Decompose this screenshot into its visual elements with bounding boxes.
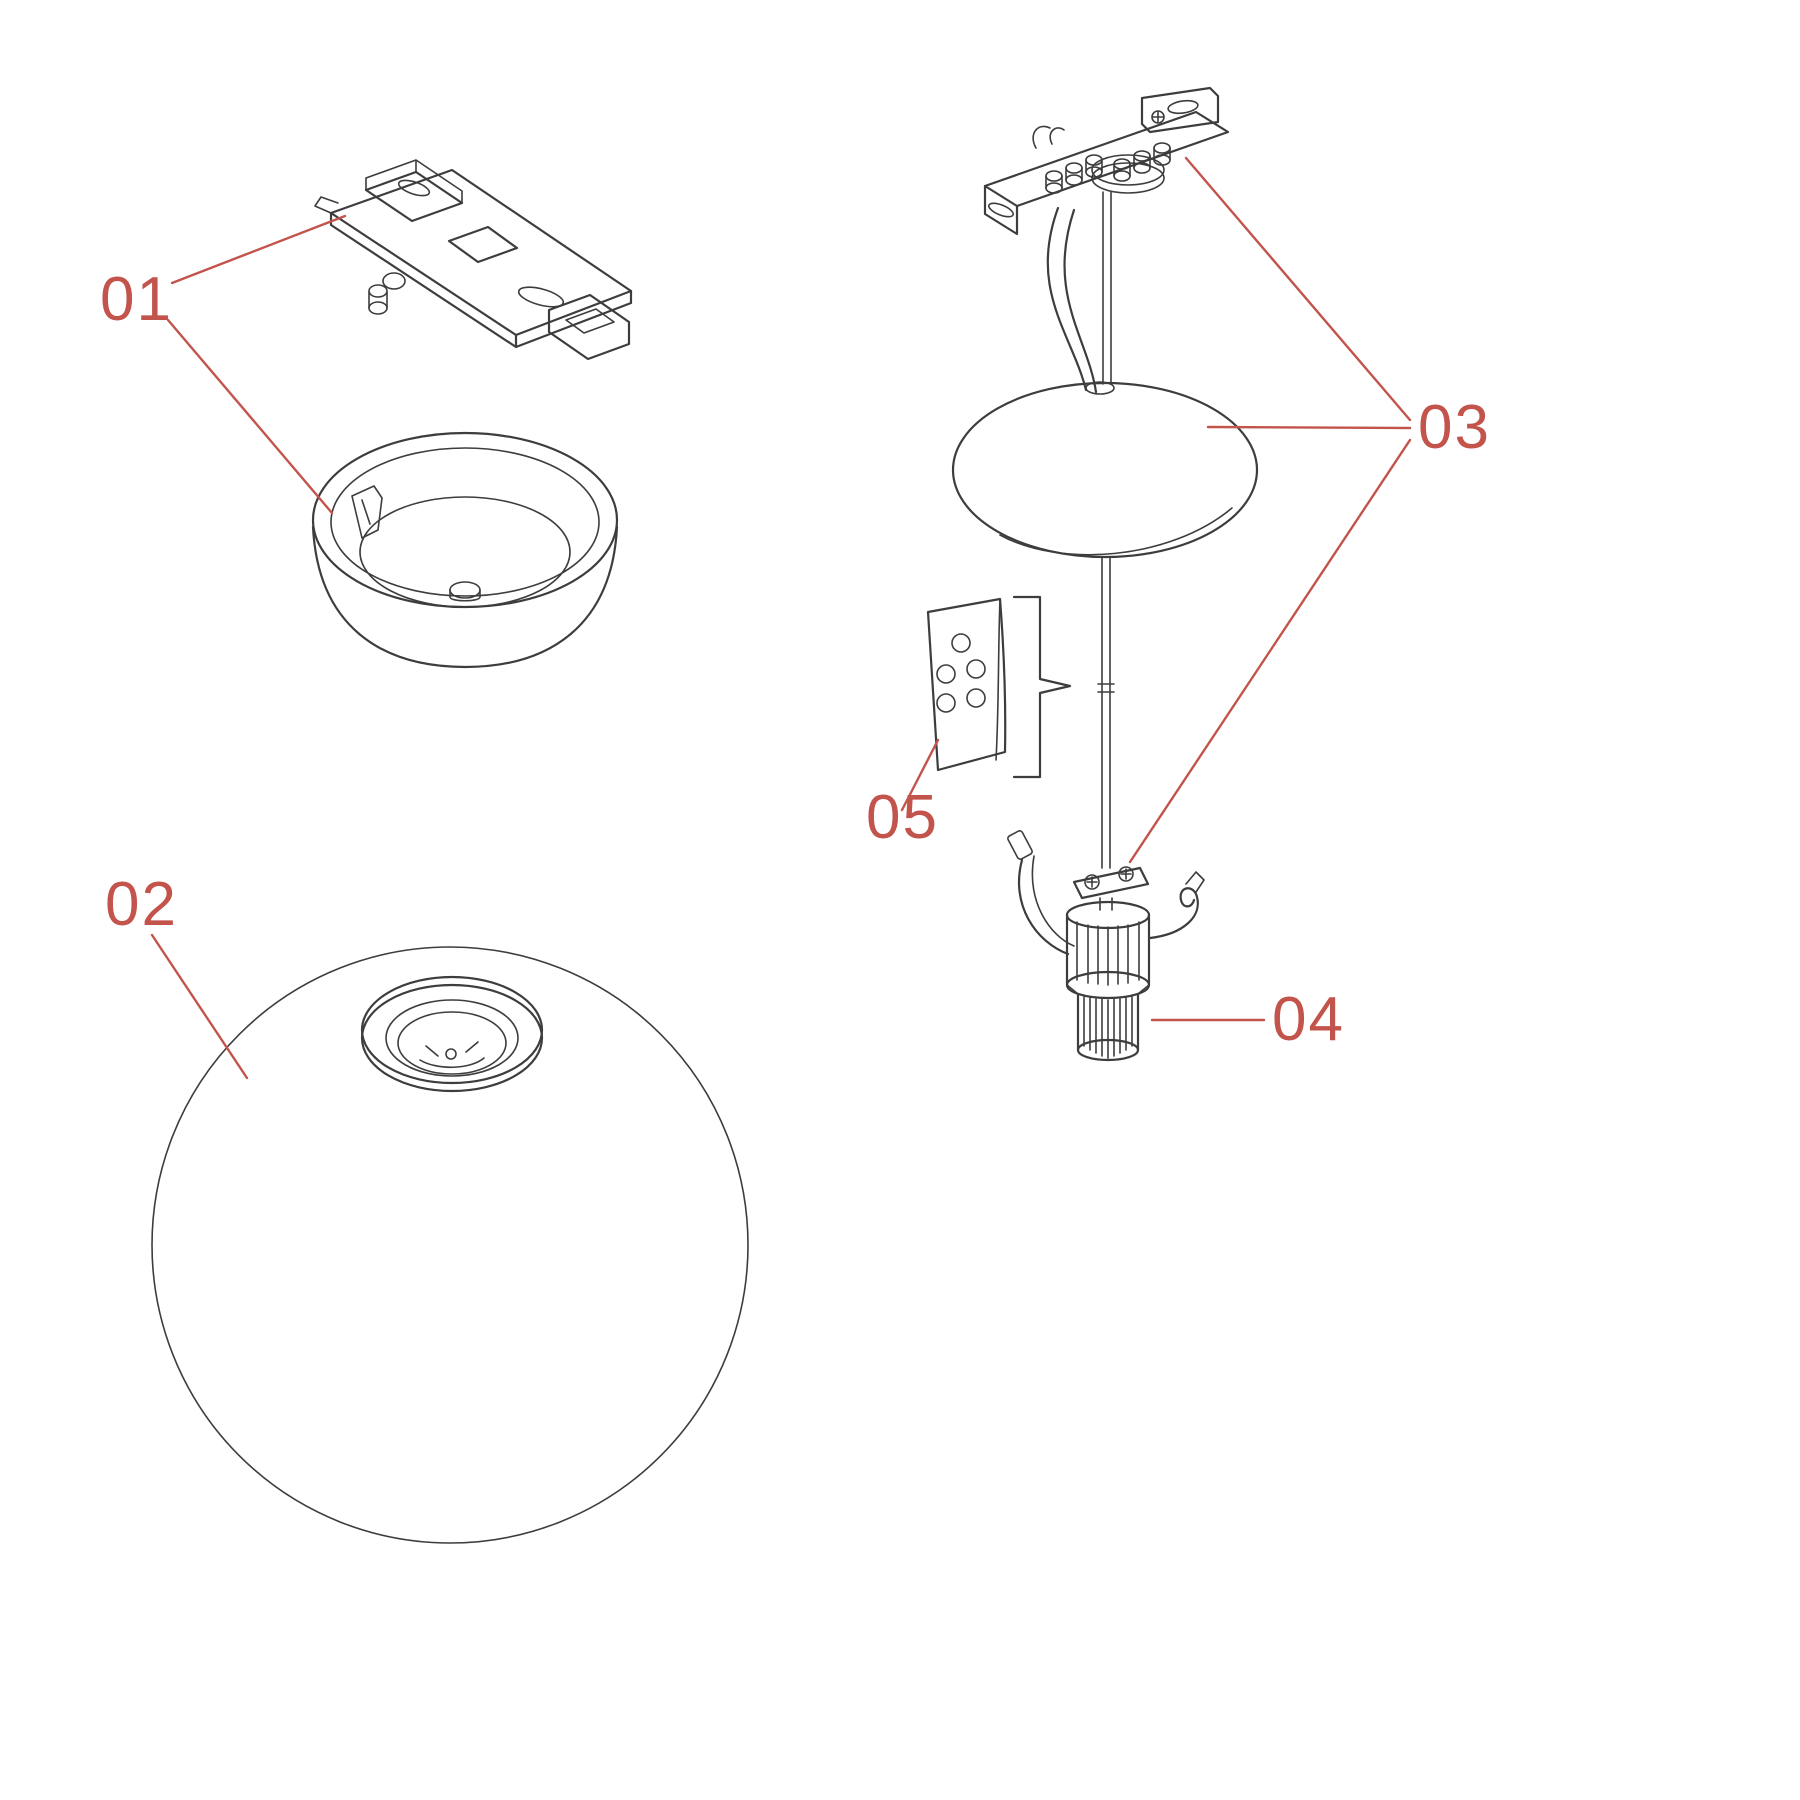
leader-line [150, 933, 249, 1080]
callout-04-label: 04 [1272, 985, 1345, 1054]
callout-05-label: 05 [866, 783, 939, 852]
leader-line [1206, 425, 1412, 430]
part-ceiling-cup [311, 431, 619, 669]
part-mounting-bracket [314, 159, 633, 361]
leader-line [900, 738, 940, 812]
callout-05: 05 [866, 738, 940, 852]
brace-bracket [1012, 595, 1072, 779]
leader-line [1184, 156, 1412, 422]
callout-01-label: 01 [100, 265, 173, 334]
part-canopy-assembly [951, 86, 1259, 869]
callout-02: 02 [105, 870, 249, 1080]
callout-03-label: 03 [1418, 393, 1491, 462]
part-glass-globe [151, 946, 749, 1544]
part-remote-control [926, 597, 1007, 772]
leader-line [170, 214, 347, 285]
leader-line [166, 318, 334, 515]
part-lamp-socket [1007, 830, 1205, 1062]
terminal-block [1045, 142, 1171, 194]
callout-04: 04 [1150, 985, 1345, 1054]
callout-02-label: 02 [105, 870, 178, 939]
callout-01: 01 [100, 214, 347, 515]
callout-03: 03 [1128, 156, 1491, 864]
leader-line [1128, 438, 1412, 864]
